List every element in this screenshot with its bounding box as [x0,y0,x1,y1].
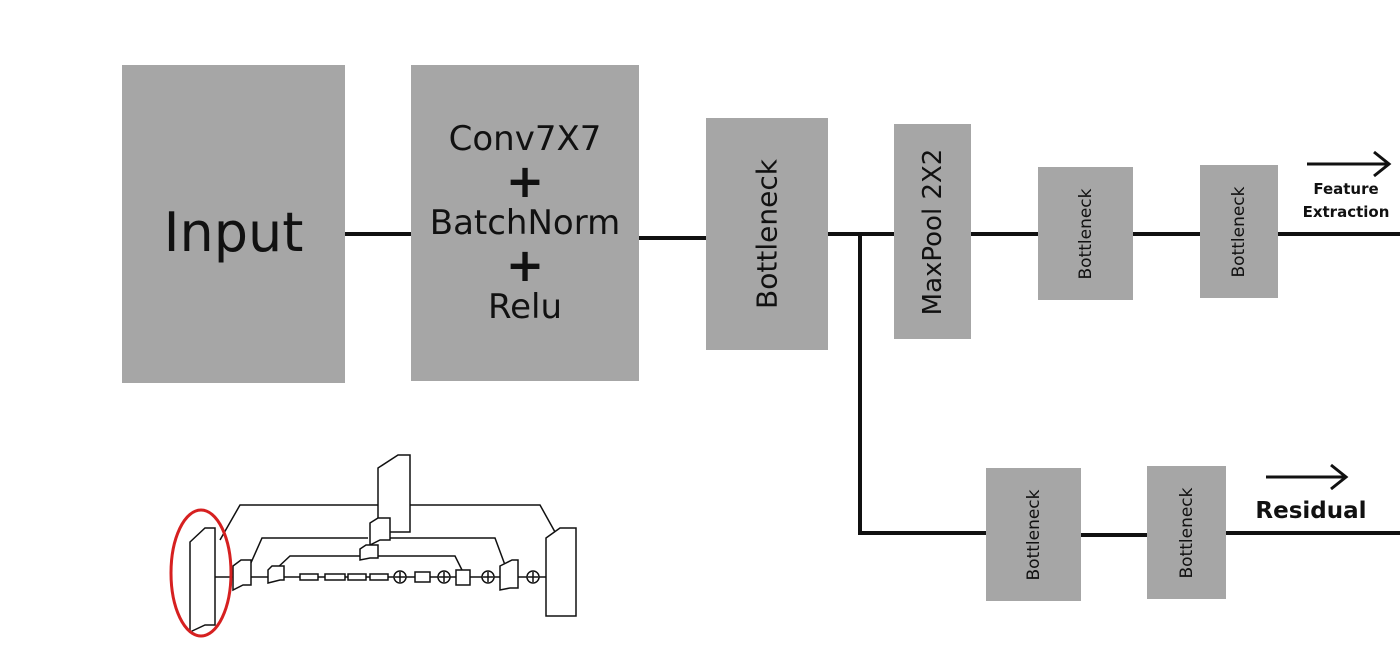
feature-extraction-label: Feature Extraction [1298,178,1394,224]
edge-bottleneck-bottleneck-upper [1132,232,1200,236]
edge-branch-bottleneck-lower [858,531,986,535]
feature-label-line2: Extraction [1302,203,1390,221]
bottleneck-lower-2-block: Bottleneck [1147,466,1226,599]
plus-sign: + [505,238,545,292]
edge-residual-branch [858,232,862,534]
edge-maxpool-bottleneck [970,232,1038,236]
bottleneck-upper-1-block: Bottleneck [1038,167,1133,300]
conv-label: Conv7X7 [448,119,602,159]
bottleneck-upper-2-block: Bottleneck [1200,165,1278,298]
maxpool-block: MaxPool 2X2 [894,124,971,339]
residual-label: Residual [1255,498,1367,524]
plus-sign: + [505,154,545,208]
bottleneck-main-block: Bottleneck [706,118,828,350]
red-ellipse-highlight [169,508,233,638]
input-label: Input [163,201,304,264]
right-arrow-icon [1266,463,1349,491]
right-arrow-icon [1307,150,1392,178]
edge-residual-out [1225,531,1400,535]
edge-input-conv [344,232,412,236]
conv-batchnorm-relu-block: Conv7X7 + BatchNorm + Relu [411,65,639,381]
relu-label: Relu [487,287,562,327]
hourglass-network-thumbnail [189,454,577,634]
input-block: Input [122,65,345,383]
bottleneck-lower-1-block: Bottleneck [986,468,1081,601]
edge-bottleneck-bottleneck-lower [1080,533,1148,537]
feature-label-line1: Feature [1313,180,1379,198]
edge-conv-bottleneck [638,236,706,240]
edge-feature-out [1277,232,1400,236]
batchnorm-label: BatchNorm [429,203,621,243]
